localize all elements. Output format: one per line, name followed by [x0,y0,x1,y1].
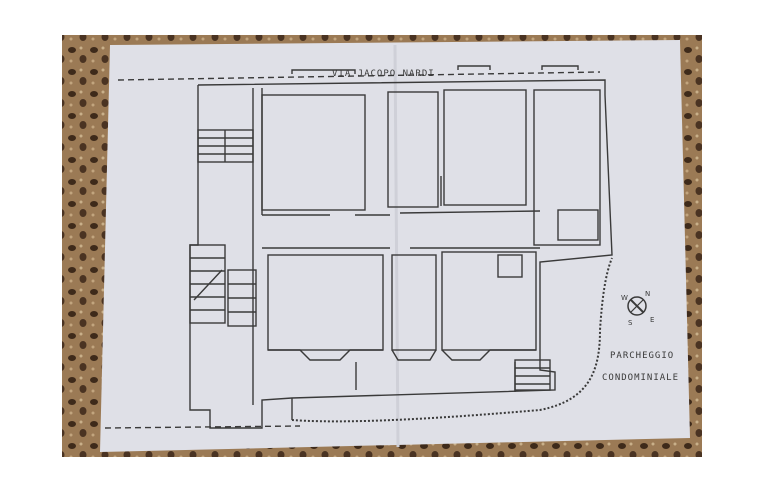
street-label: VIA JACOPO NARDI [332,69,435,79]
room-lower-1 [267,254,384,351]
room-upper-4 [533,89,601,246]
compass-rose: N S W E [621,290,654,327]
floor-plan-drawing [104,65,613,429]
compass-north: N [645,290,650,298]
room-upper-2 [387,91,439,208]
compass-west: W [621,294,628,302]
property-line [104,425,301,429]
compass-south: S [628,319,633,327]
room-lower-3 [441,251,537,351]
parking-label-line1: PARCHEGGIO [610,351,674,361]
room-upper-3 [443,89,527,206]
paper-fold [393,44,400,448]
room-upper-1 [261,94,366,211]
parking-label-line2: CONDOMINIALE [602,373,679,383]
garden-hedge [291,257,613,423]
street-line [117,71,601,81]
room-lower-2 [391,254,437,351]
compass-east: E [650,316,654,324]
